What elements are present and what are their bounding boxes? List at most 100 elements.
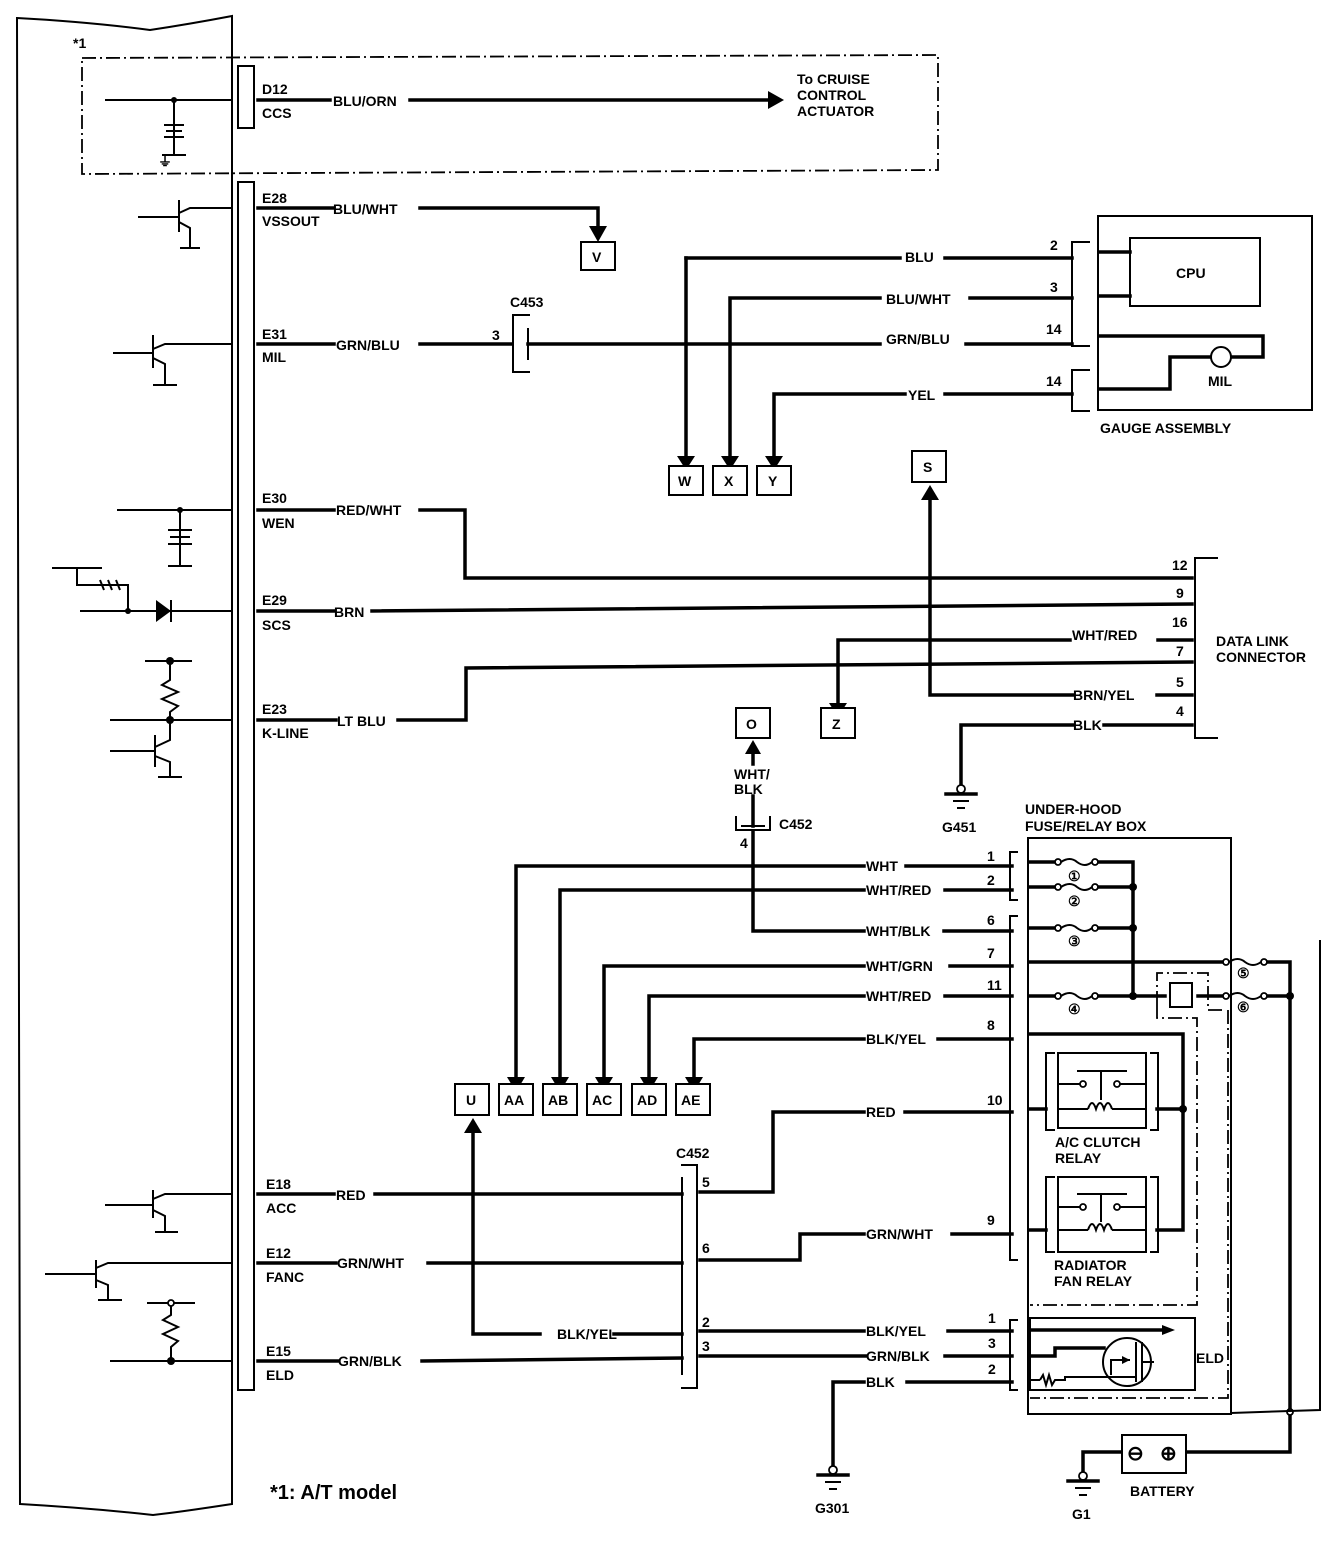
ecm-connector-bar — [237, 181, 255, 1391]
dlc-label: CONNECTOR — [1216, 649, 1306, 665]
fusebox-label: UNDER-HOOD — [1025, 801, 1121, 817]
wire-color: WHT/RED — [866, 988, 931, 1004]
wire-color: GRN/BLK — [338, 1353, 402, 1369]
ecm-terminal-e28: E28 VSSOUT BLU/WHT V — [256, 190, 616, 271]
pin-label: 2 — [988, 1361, 996, 1377]
under-hood-fuse-relay-box: UNDER-HOOD FUSE/RELAY BOX — [1009, 801, 1321, 1475]
ground-symbol: ⏚ — [158, 153, 172, 169]
ref-box-x — [712, 465, 748, 496]
pin-label: 6 — [987, 912, 995, 928]
data-link-connector — [1194, 557, 1218, 739]
wire-color: BLU — [905, 249, 934, 265]
ecm-connector-d — [237, 65, 255, 129]
fuse-2-icon — [1054, 883, 1099, 891]
wire-color: GRN/BLU — [886, 331, 950, 347]
wire-color: BLK/YEL — [866, 1031, 926, 1047]
ref-label: AD — [637, 1092, 657, 1108]
wire-color: GRN/WHT — [866, 1226, 933, 1242]
ref-label: AC — [592, 1092, 612, 1108]
pin-label: 10 — [987, 1092, 1003, 1108]
pin-label: 12 — [1172, 557, 1188, 573]
ref-label: S — [923, 459, 932, 475]
fuse-number: ② — [1068, 893, 1081, 909]
pin-label: E15 — [266, 1343, 291, 1359]
ref-box-aa — [498, 1083, 534, 1116]
at-model-region — [81, 54, 939, 175]
gauge-assembly: CPU MIL GAUGE ASSEMBLY — [1071, 215, 1313, 436]
signal-label: FANC — [266, 1269, 304, 1285]
pin-label: 6 — [702, 1240, 710, 1256]
wire-color: RED — [336, 1187, 366, 1203]
signal-label: ACC — [266, 1200, 296, 1216]
ref-box-v — [580, 241, 616, 271]
ref-label: X — [724, 473, 734, 489]
eld-label: ELD — [1196, 1350, 1224, 1366]
ref-box-y — [756, 465, 792, 496]
ecm-body — [15, 14, 255, 1517]
pin-label: E30 — [262, 490, 287, 506]
signal-label: ELD — [266, 1367, 294, 1383]
cruise-label: CONTROL — [797, 87, 867, 103]
fuse-6-icon — [1222, 992, 1268, 1000]
wire-color: BLU/ORN — [333, 93, 397, 109]
lower-wiring: E18 ACC RED E12 FANC GRN/WHT E15 ELD GRN… — [256, 1092, 1014, 1516]
ref-box-z — [820, 707, 856, 739]
fuse-5-icon — [1222, 958, 1268, 966]
pin-label: 14 — [1046, 373, 1062, 389]
pin-label: 1 — [987, 848, 995, 864]
wire-color: GRN/BLK — [866, 1348, 930, 1364]
signal-label: CCS — [262, 105, 292, 121]
ref-label: W — [678, 473, 692, 489]
cpu-label: CPU — [1176, 265, 1206, 281]
wire-color: GRN/WHT — [337, 1255, 404, 1271]
pin-label: 14 — [1046, 321, 1062, 337]
wire-color: BRN/YEL — [1073, 687, 1135, 703]
wire-color: LT BLU — [337, 713, 386, 729]
gauge-assembly-label: GAUGE ASSEMBLY — [1100, 420, 1232, 436]
ground-g301-icon — [828, 1465, 838, 1475]
signal-label: WEN — [262, 515, 295, 531]
pin-label: 9 — [1176, 585, 1184, 601]
ground-g1-icon — [1078, 1471, 1088, 1481]
fan-relay-label: RADIATOR — [1054, 1257, 1127, 1273]
fuse-number: ④ — [1068, 1001, 1081, 1017]
pin-label: 4 — [740, 835, 748, 851]
pin-label: 8 — [987, 1017, 995, 1033]
ref-label: U — [466, 1092, 476, 1108]
signal-label: K-LINE — [262, 725, 309, 741]
footnote-marker: *1 — [73, 35, 86, 51]
mil-label: MIL — [1208, 373, 1233, 389]
ground-label: G1 — [1072, 1506, 1091, 1522]
wire-color: YEL — [908, 387, 936, 403]
wire-color: BLK/YEL — [866, 1323, 926, 1339]
ref-box-w — [668, 465, 704, 496]
wire-color: WHT — [866, 858, 898, 874]
ref-label: V — [592, 249, 602, 265]
connector-label: C452 — [779, 816, 813, 832]
ecm-terminal-e31: E31 MIL GRN/BLU C453 3 GRN/BLU — [256, 294, 1074, 373]
fuse-number: ① — [1068, 868, 1081, 884]
signal-label: SCS — [262, 617, 291, 633]
cpu-block — [1129, 237, 1261, 307]
mil-bulb-icon — [1210, 346, 1232, 368]
wire-color: BLK/YEL — [557, 1326, 617, 1342]
battery-label: BATTERY — [1130, 1483, 1195, 1499]
pin-label: 3 — [988, 1335, 996, 1351]
pin-label: E12 — [266, 1245, 291, 1261]
wire-color: WHT/RED — [1072, 627, 1137, 643]
pin-label: 11 — [987, 977, 1002, 993]
pin-label: 2 — [987, 872, 995, 888]
signal-label: VSSOUT — [262, 213, 320, 229]
fuse-relay-icon — [1169, 982, 1193, 1008]
wire-color: BLK — [1073, 717, 1102, 733]
fan-relay-label: FAN RELAY — [1054, 1273, 1133, 1289]
fuse-3-icon — [1054, 924, 1099, 932]
ref-label: AA — [504, 1092, 524, 1108]
wire-color: BLU/WHT — [886, 291, 951, 307]
pin-label: E18 — [266, 1176, 291, 1192]
connector-label: C452 — [676, 1145, 710, 1161]
ref-label: Z — [832, 716, 841, 732]
wire-color: BRN — [334, 604, 364, 620]
wire-color: WHT/GRN — [866, 958, 933, 974]
